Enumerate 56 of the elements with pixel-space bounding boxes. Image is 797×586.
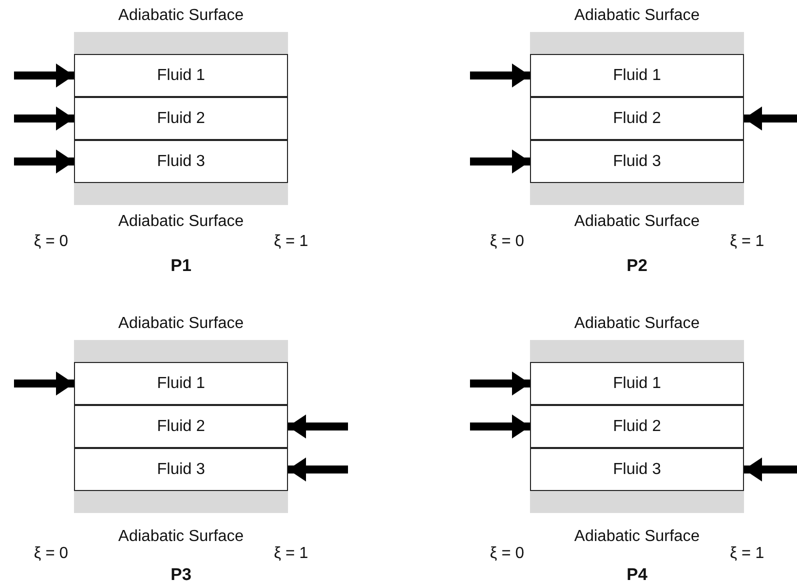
fluid-layer-box	[74, 97, 288, 140]
fluid-label: Fluid 2	[156, 110, 206, 128]
flow-arrow	[470, 414, 530, 438]
fluid-label: Fluid 1	[612, 374, 662, 392]
flow-arrow	[288, 458, 348, 482]
coordinate-label: ξ = 0	[34, 233, 68, 251]
flow-arrow	[470, 64, 530, 88]
surface-label: Adiabatic Surface	[118, 528, 244, 546]
fluid-label: Fluid 2	[612, 110, 662, 128]
fluid-label: Fluid 3	[156, 152, 206, 170]
fluid-label: Fluid 3	[156, 460, 206, 478]
flow-arrow	[470, 150, 530, 174]
flow-arrow	[288, 414, 348, 438]
fluid-layer-box	[74, 448, 288, 491]
surface-label: Adiabatic Surface	[118, 315, 244, 333]
fluid-layer-box	[530, 97, 744, 140]
flow-arrow	[744, 106, 797, 130]
coordinate-label: ξ = 1	[274, 233, 308, 251]
surface-label: Adiabatic Surface	[118, 213, 244, 231]
fluid-layer-box	[530, 448, 744, 491]
fluid-layer-box	[530, 140, 744, 183]
flow-arrow	[470, 372, 530, 396]
coordinate-label: ξ = 0	[490, 545, 524, 563]
fluid-label: Fluid 1	[156, 66, 206, 84]
coordinate-label: ξ = 0	[34, 545, 68, 563]
surface-label: Adiabatic Surface	[574, 315, 700, 333]
flow-arrow	[14, 372, 74, 396]
fluid-label: Fluid 2	[612, 418, 662, 436]
coordinate-label: ξ = 0	[490, 233, 524, 251]
coordinate-label: ξ = 1	[730, 233, 764, 251]
fluid-layer-box	[74, 362, 288, 405]
fluid-layer-box	[530, 362, 744, 405]
fluid-layer-box	[74, 140, 288, 183]
flow-arrow	[14, 106, 74, 130]
coordinate-label: ξ = 1	[274, 545, 308, 563]
surface-label: Adiabatic Surface	[574, 7, 700, 25]
panel-title: P3	[170, 565, 192, 585]
fluid-label: Fluid 3	[612, 152, 662, 170]
surface-label: Adiabatic Surface	[574, 528, 700, 546]
fluid-label: Fluid 1	[612, 66, 662, 84]
coordinate-label: ξ = 1	[730, 545, 764, 563]
surface-label: Adiabatic Surface	[118, 7, 244, 25]
flow-arrow	[14, 64, 74, 88]
flow-arrow	[14, 150, 74, 174]
fluid-layer-box	[530, 54, 744, 97]
fluid-layer-box	[530, 405, 744, 448]
panel-title: P1	[170, 256, 192, 276]
panel-title: P2	[626, 256, 648, 276]
flow-arrow	[744, 458, 797, 482]
fluid-label: Fluid 1	[156, 374, 206, 392]
panel-title: P4	[626, 565, 648, 585]
surface-label: Adiabatic Surface	[574, 213, 700, 231]
fluid-label: Fluid 3	[612, 460, 662, 478]
fluid-layer-box	[74, 405, 288, 448]
fluid-layer-box	[74, 54, 288, 97]
fluid-label: Fluid 2	[156, 418, 206, 436]
